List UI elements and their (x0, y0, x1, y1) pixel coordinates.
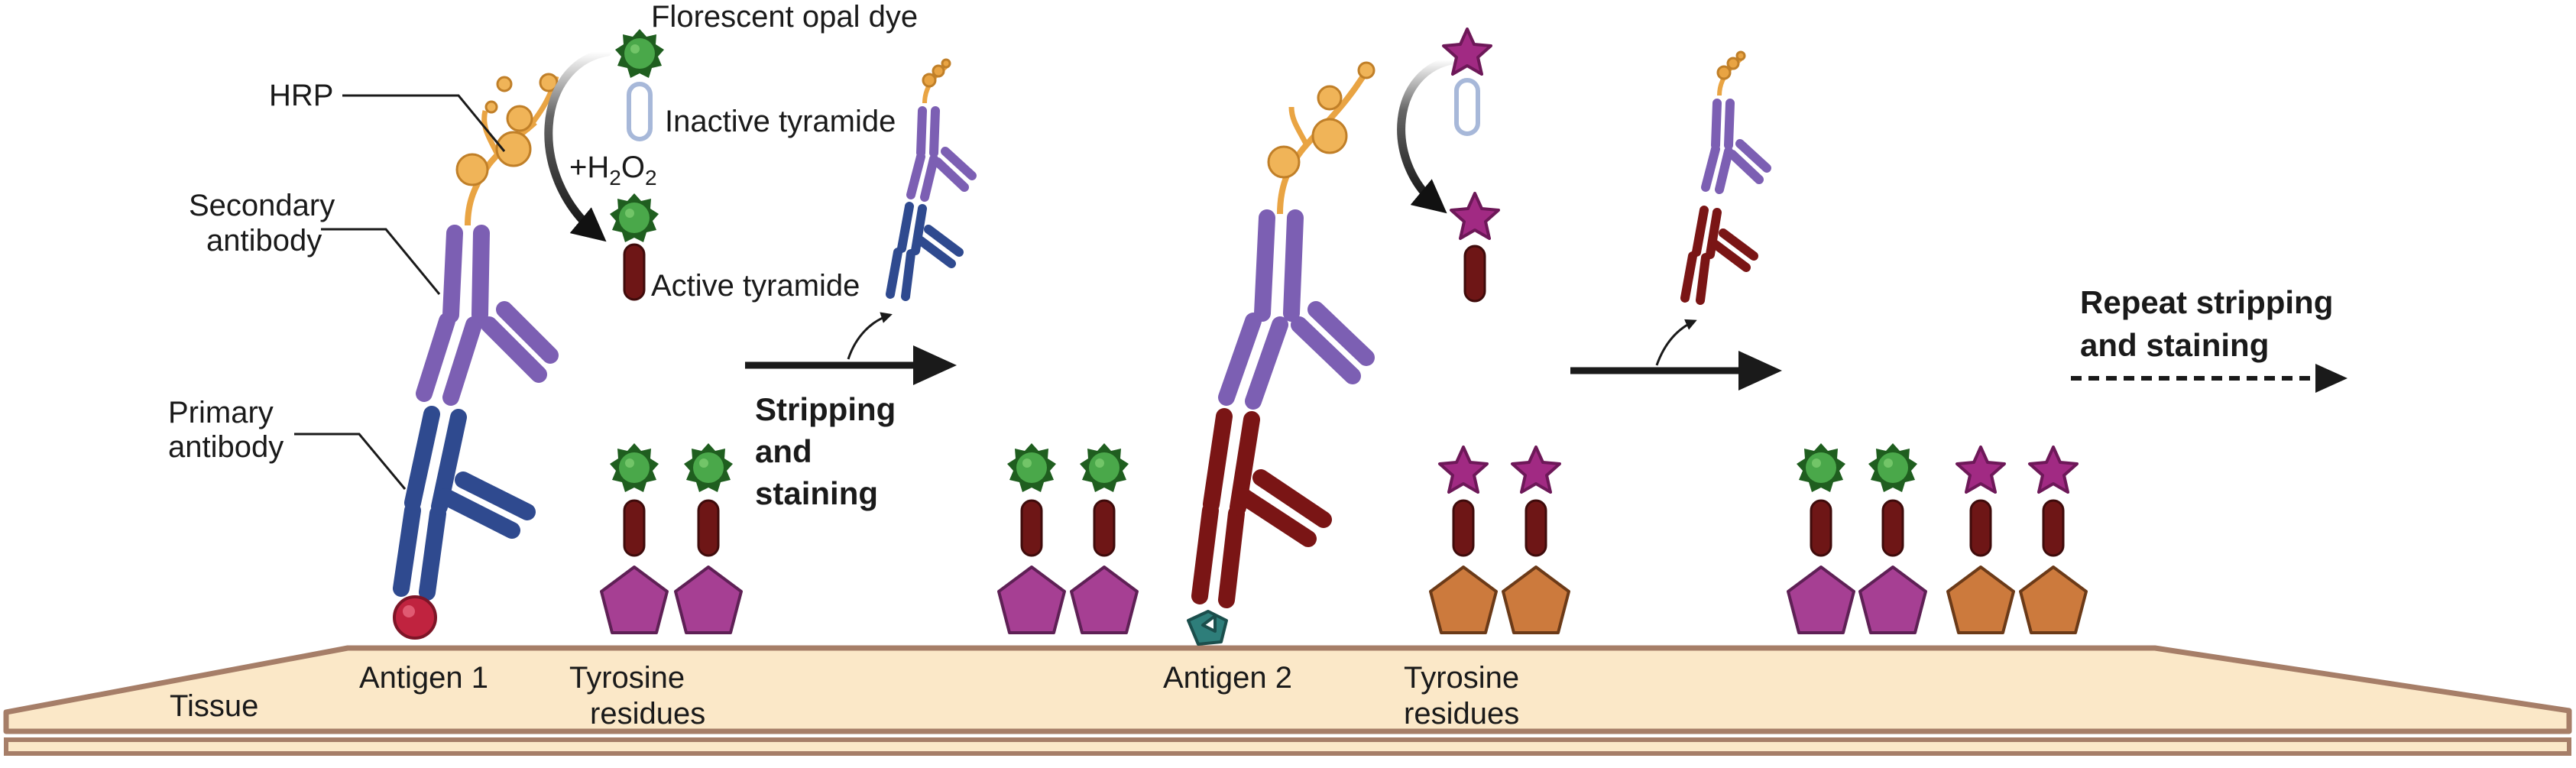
tyrosine-residues-2-line2: residues (1404, 697, 1519, 731)
inactive-tyramide-icon (627, 82, 653, 141)
reaction-curve-arrow-1 (544, 47, 612, 242)
tyrosine-residues-1-line2: residues (590, 697, 705, 731)
hrp-enzyme-2 (1267, 61, 1375, 215)
tyrosine-residues-1-line1: Tyrosine (569, 661, 685, 695)
stripping-label-line1: Stripping (755, 391, 896, 427)
secondary-antibody-label-line1: Secondary (189, 189, 335, 222)
magenta-opal-dye-icon (1442, 28, 1492, 76)
green-dye-activated-icon (610, 193, 659, 242)
secondary-antibody-2 (1218, 209, 1375, 410)
active-tyramide-label: Active tyramide (651, 269, 860, 303)
antigen-2-shape (1187, 610, 1228, 646)
tyrosine-group-2-green (997, 443, 1139, 634)
stripping-label-line3: staining (755, 475, 878, 511)
tyrosine-group-1 (600, 443, 743, 634)
inactive-tyramide-label: Inactive tyramide (665, 105, 896, 138)
primary-antibody-label-line1: Primary (168, 396, 274, 429)
green-opal-dye-icon (615, 29, 664, 78)
secondary-antibody-label-line2: antibody (206, 224, 322, 258)
repeat-label-line2: and staining (2080, 327, 2269, 363)
primary-antibody-label-line2: antibody (168, 430, 284, 464)
tissue-slab (3, 645, 2572, 756)
repeat-label-line1: Repeat stripping (2080, 284, 2333, 320)
antigen-2-label: Antigen 2 (1163, 661, 1292, 695)
inactive-tyramide-2-icon (1454, 78, 1480, 136)
leader-lines (294, 94, 506, 490)
primary-antibody-1 (393, 406, 536, 601)
stripped-antibody-2 (1680, 52, 1771, 305)
active-tyramide-icon (623, 243, 646, 301)
h2o2-label: +H2O2 (569, 151, 657, 190)
tyrosine-group-2-magenta (1429, 446, 1570, 634)
hrp-label: HRP (269, 79, 333, 112)
stripping-arrow-2 (1570, 319, 1782, 390)
tissue-label: Tissue (170, 689, 258, 723)
tyrosine-group-3 (1787, 443, 2088, 634)
tyrosine-residues-2-line1: Tyrosine (1404, 661, 1519, 695)
primary-antibody-2 (1191, 408, 1332, 608)
secondary-antibody-1 (416, 225, 559, 406)
hrp-enzyme-1 (455, 73, 559, 226)
florescent-dye-label: Florescent opal dye (651, 0, 918, 34)
stripping-arrow-1 (745, 312, 957, 385)
repeat-dashed-arrow (2071, 364, 2348, 393)
stripping-label-line2: and (755, 433, 812, 469)
active-tyramide-2-icon (1463, 245, 1486, 303)
antigen-1-label: Antigen 1 (359, 661, 488, 695)
antigen-1-shape (393, 595, 437, 640)
stripped-antibody-1 (886, 60, 977, 301)
magenta-dye-activated-icon (1450, 192, 1500, 240)
reaction-curve-arrow-2 (1397, 55, 1460, 214)
